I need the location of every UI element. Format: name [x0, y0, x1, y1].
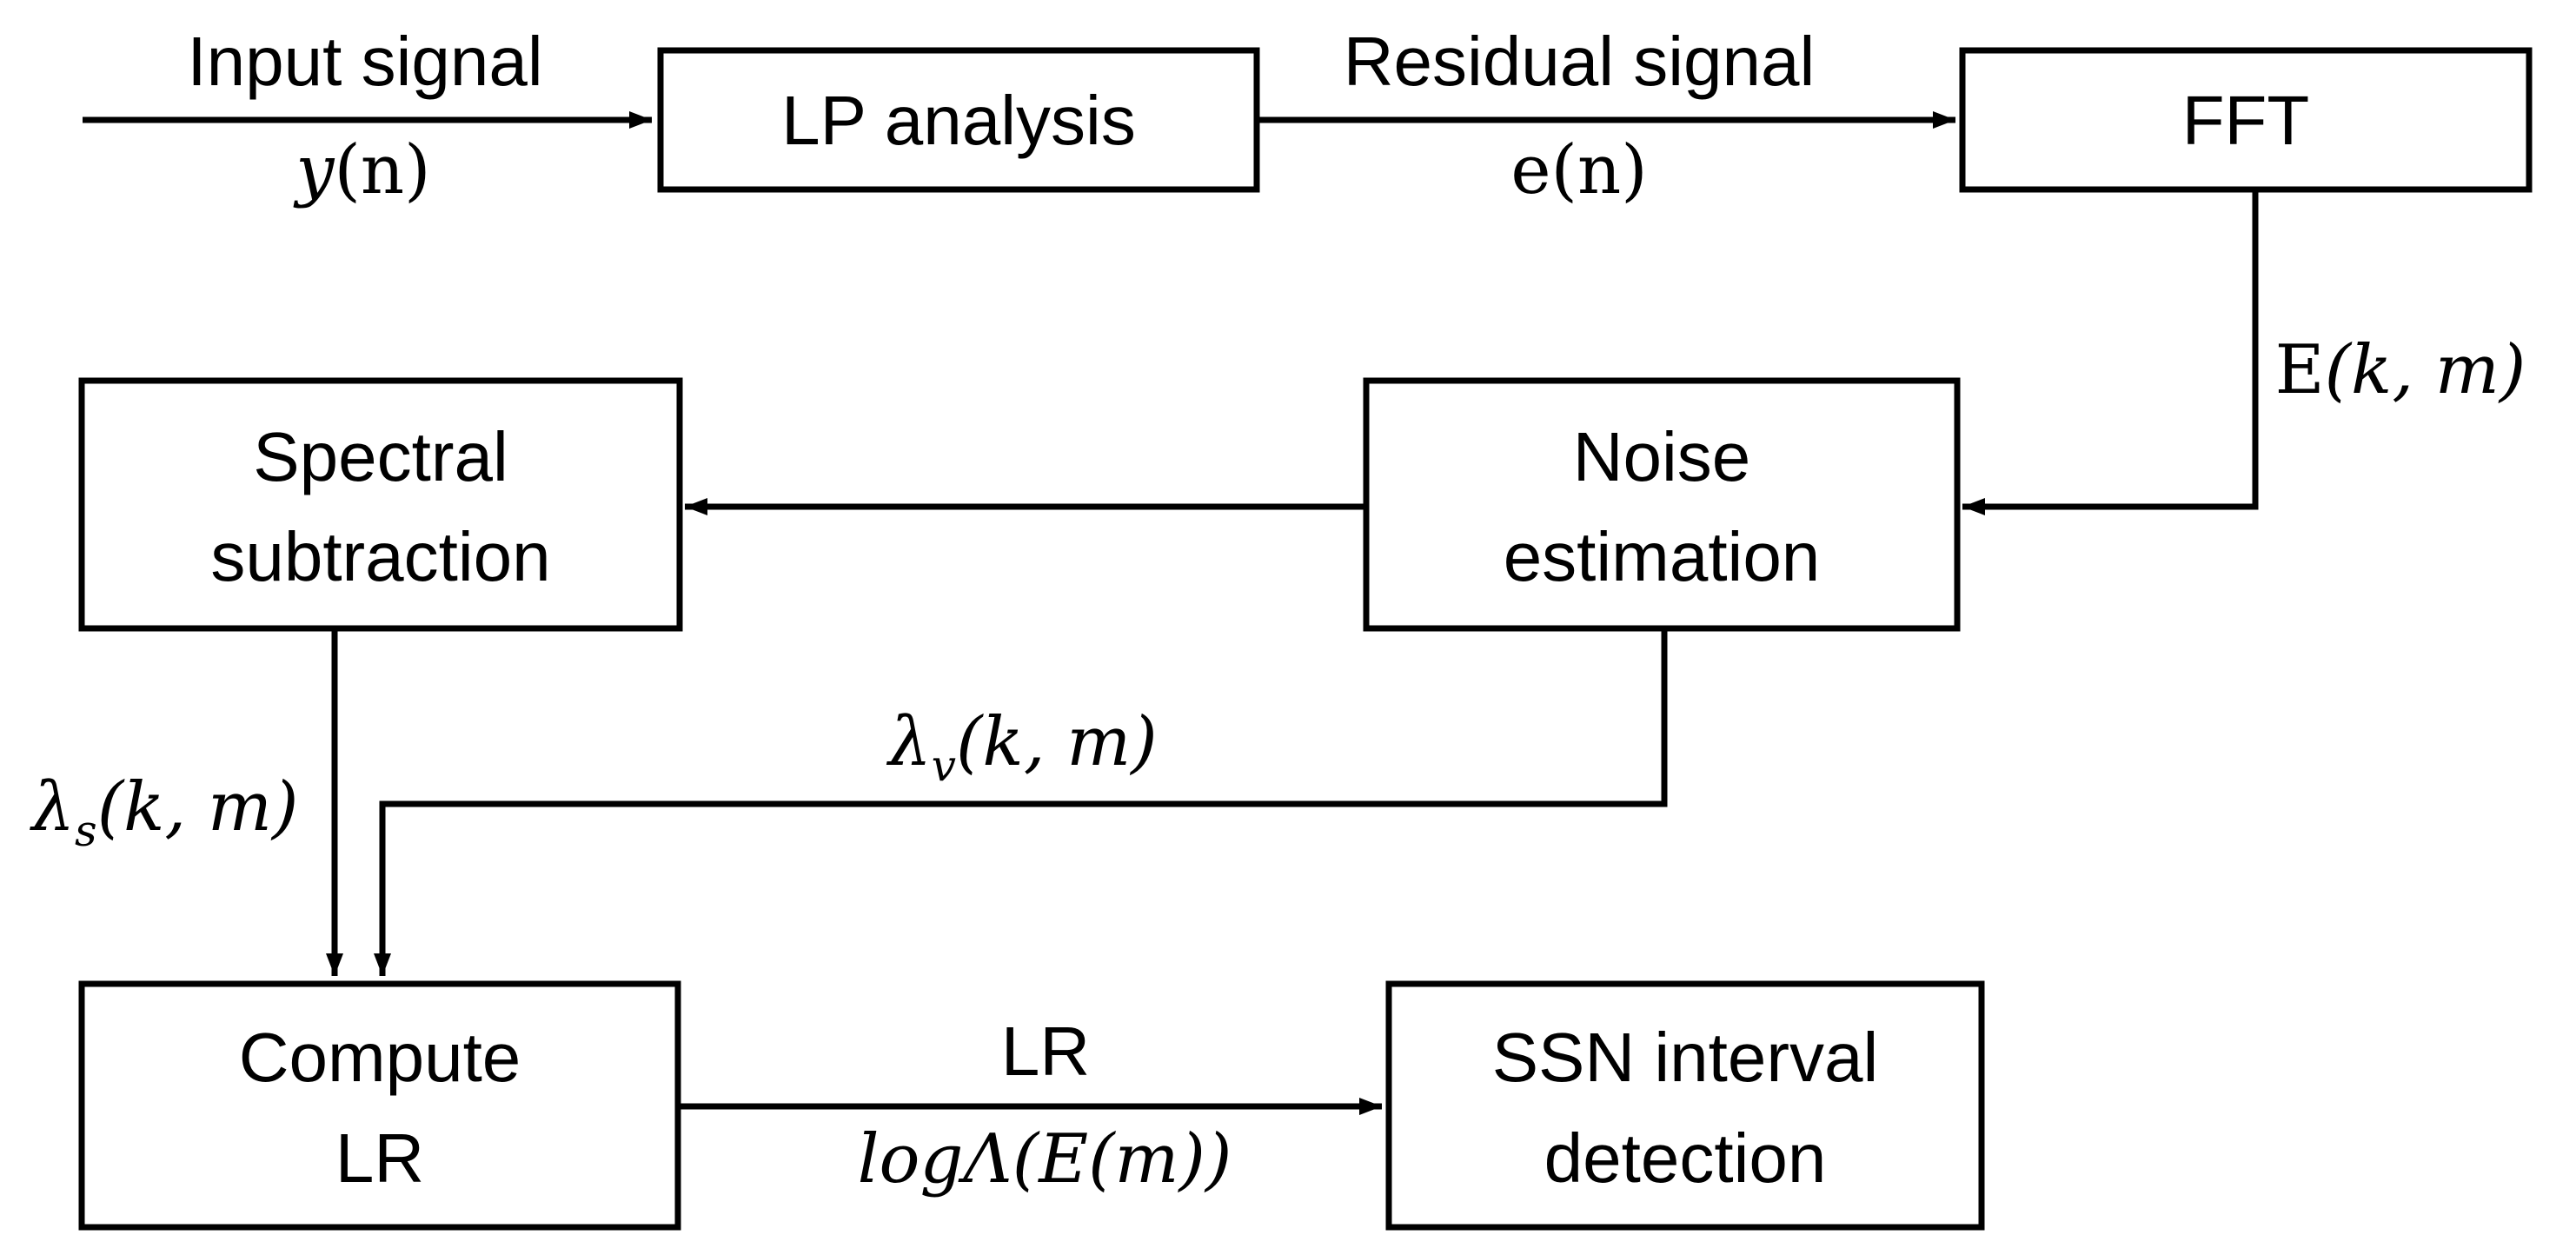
box-compute-lr-line2: LR [335, 1119, 424, 1197]
edge-noise-to-compute [374, 628, 1668, 976]
label-lr-formula: logΛ(E(m)) [858, 1120, 1232, 1199]
box-ssn-detection-line2: detection [1544, 1119, 1827, 1197]
label-lambda-v: λv(k, m) [886, 703, 1157, 791]
label-residual-signal: Residual signal [1344, 23, 1816, 100]
box-compute-lr: Compute LR [78, 980, 681, 1231]
label-lambda-s: λs(k, m) [30, 768, 299, 856]
box-ssn-detection: SSN interval detection [1385, 980, 1985, 1231]
box-spectral-subtraction: Spectral subtraction [78, 377, 683, 632]
box-spectral-subtraction-line2: subtraction [210, 518, 550, 595]
box-noise-estimation: Noise estimation [1363, 377, 1961, 632]
box-lp-analysis-label: LP analysis [781, 82, 1136, 159]
label-input-var: y(n) [293, 131, 430, 209]
edge-fft-to-noise [1962, 189, 2259, 515]
box-spectral-subtraction-line1: Spectral [253, 418, 508, 495]
box-fft-label: FFT [2182, 82, 2310, 159]
box-noise-estimation-line1: Noise [1573, 418, 1751, 495]
box-fft: FFT [1959, 47, 2533, 193]
box-compute-lr-line1: Compute [239, 1019, 521, 1096]
box-lp-analysis: LP analysis [657, 47, 1260, 193]
label-residual-var: e(n) [1510, 131, 1647, 209]
box-noise-estimation-line2: estimation [1504, 518, 1821, 595]
box-ssn-detection-line1: SSN interval [1492, 1019, 1879, 1096]
label-input-signal: Input signal [187, 23, 542, 100]
label-fft-output: E(k, m) [2275, 331, 2526, 409]
label-lr: LR [1001, 1013, 1090, 1090]
